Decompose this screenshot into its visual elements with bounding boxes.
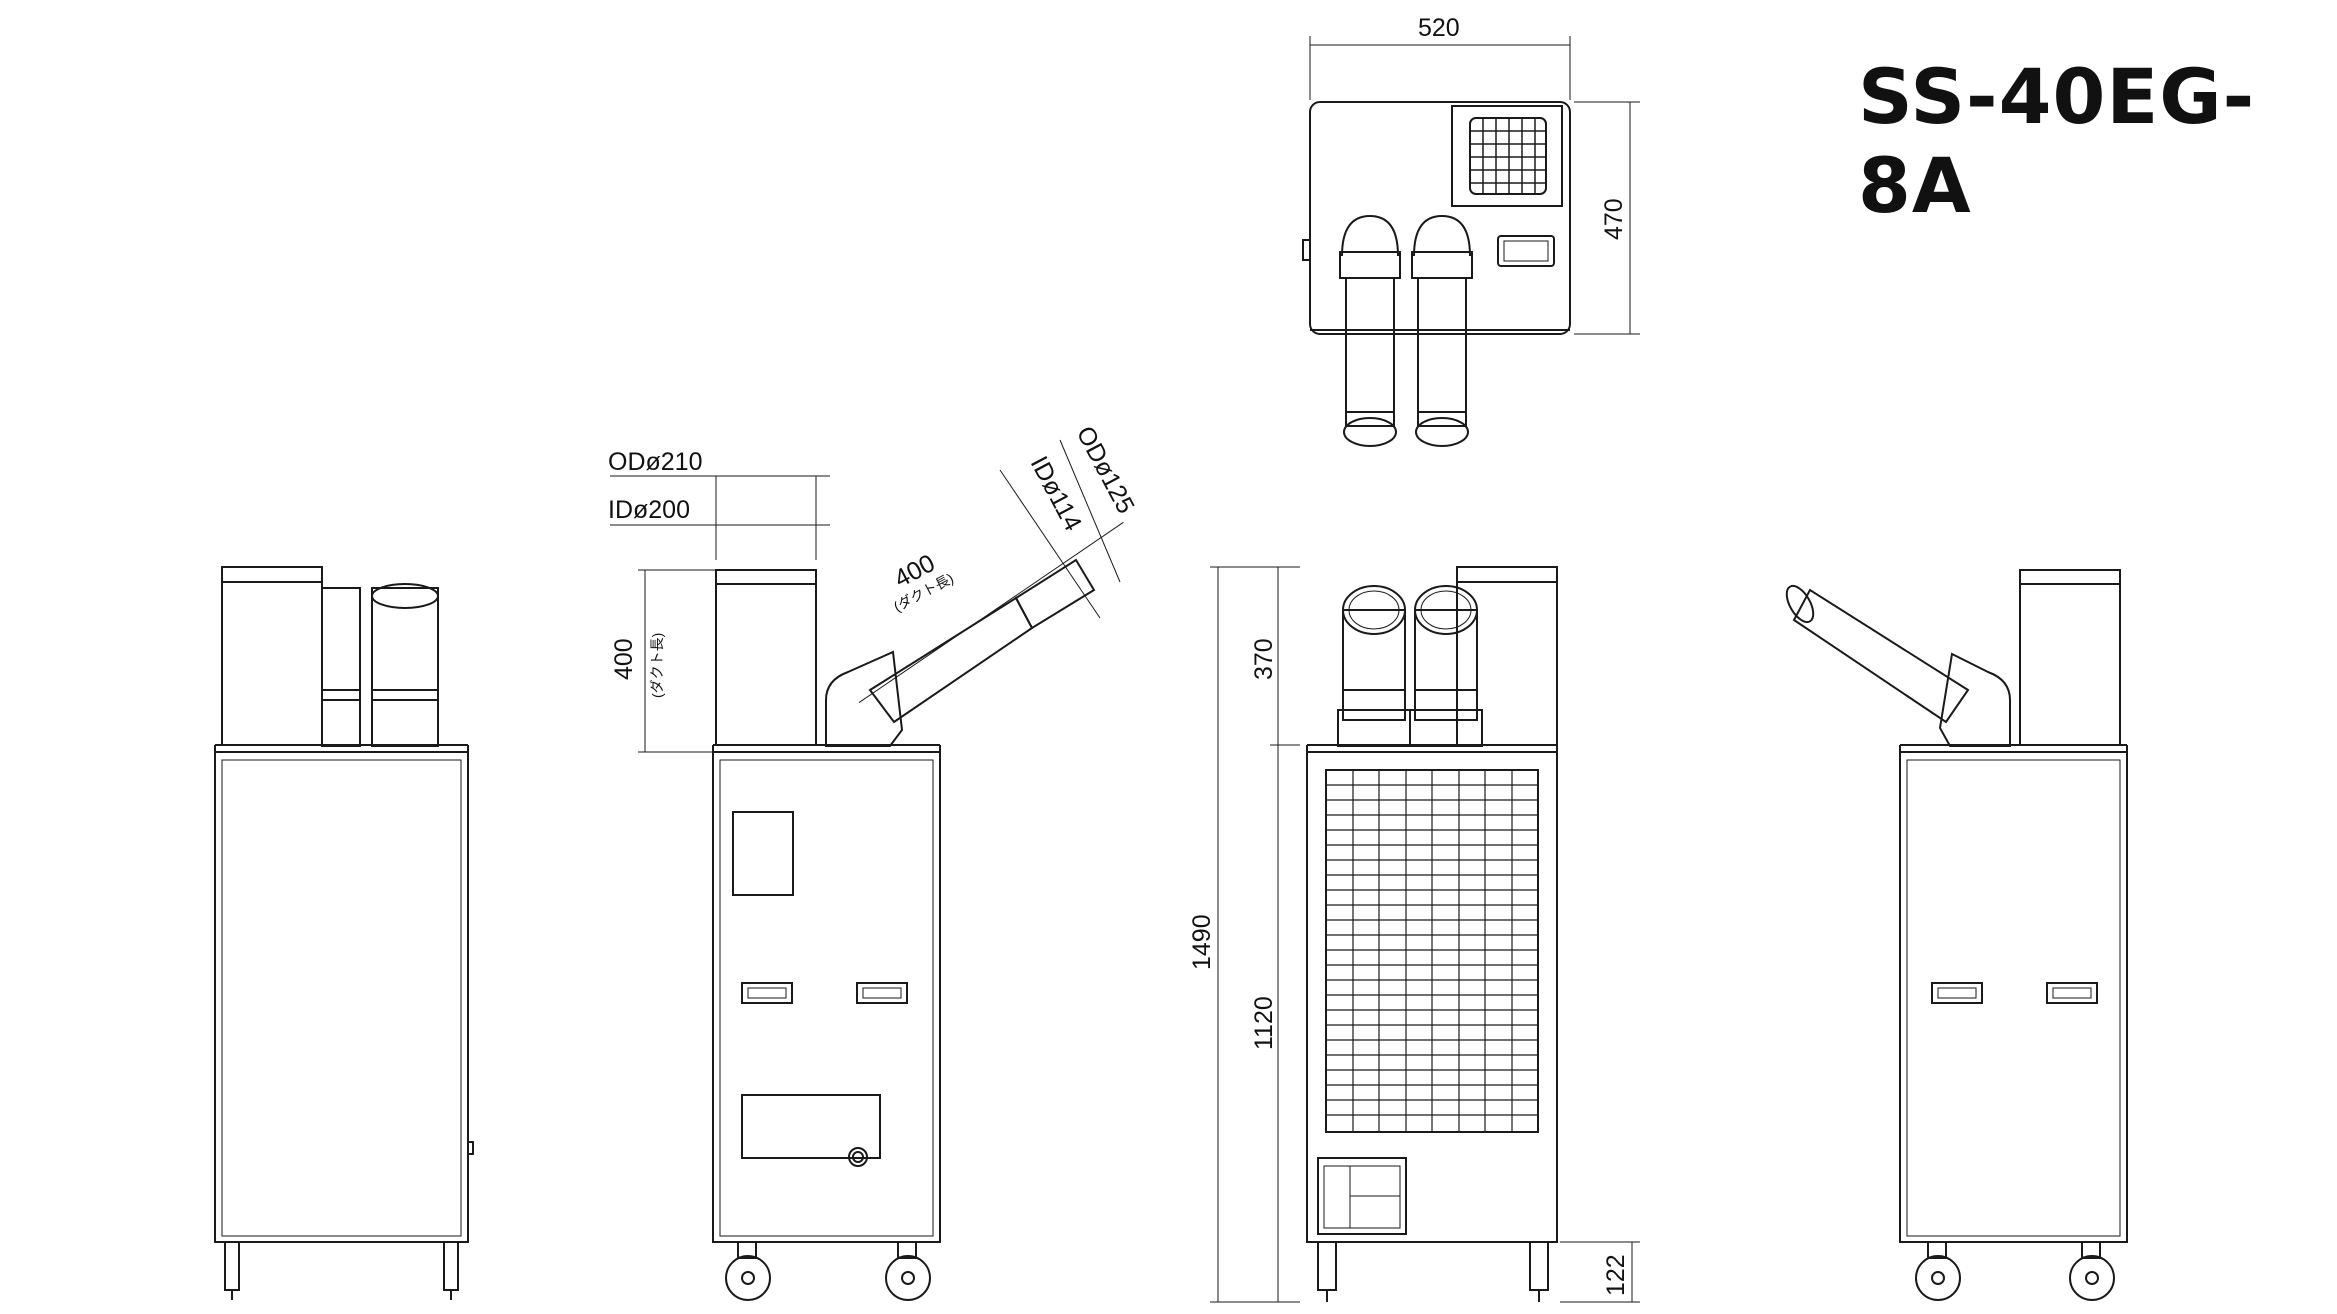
id-114-label: IDø114 xyxy=(1025,452,1087,536)
right-handle-right xyxy=(2047,983,2097,1003)
right-side-body xyxy=(1900,752,2127,1242)
front-stack xyxy=(222,567,322,745)
front-view xyxy=(215,567,473,1300)
depth-470-label: 470 xyxy=(1600,198,1628,240)
top-duct-elbow-right xyxy=(1414,216,1470,256)
od-125-label: ODø125 xyxy=(1071,422,1140,519)
right-caster-left xyxy=(1916,1256,1960,1300)
rear-grille-slots xyxy=(1326,770,1538,1132)
top-grille-frame xyxy=(1452,106,1562,206)
front-duct-left xyxy=(322,588,360,746)
top-duct-elbow-left xyxy=(1342,216,1398,256)
front-body xyxy=(215,752,468,1242)
angled-duct-end xyxy=(1016,560,1094,628)
side-stack xyxy=(716,570,816,745)
spec-label-panel xyxy=(733,812,793,895)
right-caster-right xyxy=(2070,1256,2114,1300)
height-122-label: 122 xyxy=(1602,1254,1630,1296)
caster-right xyxy=(886,1256,930,1300)
right-handle-left xyxy=(1932,983,1982,1003)
side-view-right xyxy=(1781,570,2127,1300)
height-370-label: 370 xyxy=(1250,638,1278,680)
rear-view xyxy=(1210,567,1640,1302)
caster-left xyxy=(726,1256,770,1300)
top-duct-right xyxy=(1418,278,1466,426)
rear-access-panel xyxy=(1318,1158,1406,1234)
side-view-left xyxy=(610,440,1140,1300)
id-200-label: IDø200 xyxy=(608,496,690,524)
width-520-label: 520 xyxy=(1418,14,1460,42)
od-210-label: ODø210 xyxy=(608,448,702,476)
side-body xyxy=(713,752,940,1242)
handle-left xyxy=(742,983,792,1003)
model-title: SS-40EG-8A xyxy=(1858,52,2256,230)
top-grille xyxy=(1470,118,1546,194)
handle-right xyxy=(857,983,907,1003)
right-duct-elbow xyxy=(1940,654,2010,746)
drain-panel xyxy=(742,1095,880,1158)
rear-body xyxy=(1307,752,1557,1242)
height-1120-label: 1120 xyxy=(1250,996,1278,1050)
top-duct-left xyxy=(1346,278,1394,426)
vertical-duct-length-label: 400 xyxy=(610,638,638,680)
rear-stack xyxy=(1457,567,1557,745)
duct-elbow xyxy=(826,652,902,746)
right-stack xyxy=(2020,570,2120,745)
height-1490-label: 1490 xyxy=(1188,914,1216,970)
right-angled-duct xyxy=(1794,590,1968,722)
vertical-duct-note: (ダクト長) xyxy=(649,633,665,698)
front-duct-right xyxy=(372,588,438,746)
top-body xyxy=(1310,102,1570,334)
top-view xyxy=(1303,36,1640,446)
drain-cap xyxy=(849,1148,867,1166)
